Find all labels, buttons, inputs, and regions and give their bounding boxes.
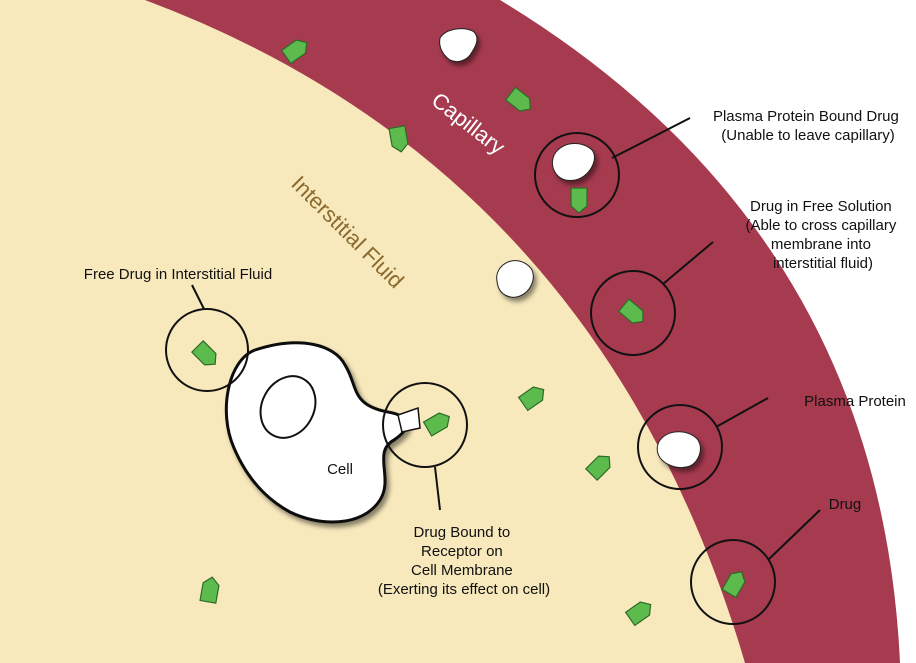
label-drug: Drug xyxy=(829,496,862,513)
label-plasma-protein: Plasma Protein xyxy=(804,393,906,410)
cell-label: Cell xyxy=(327,461,353,478)
label-free-drug-interstitial: Free Drug in Interstitial Fluid xyxy=(84,266,272,283)
